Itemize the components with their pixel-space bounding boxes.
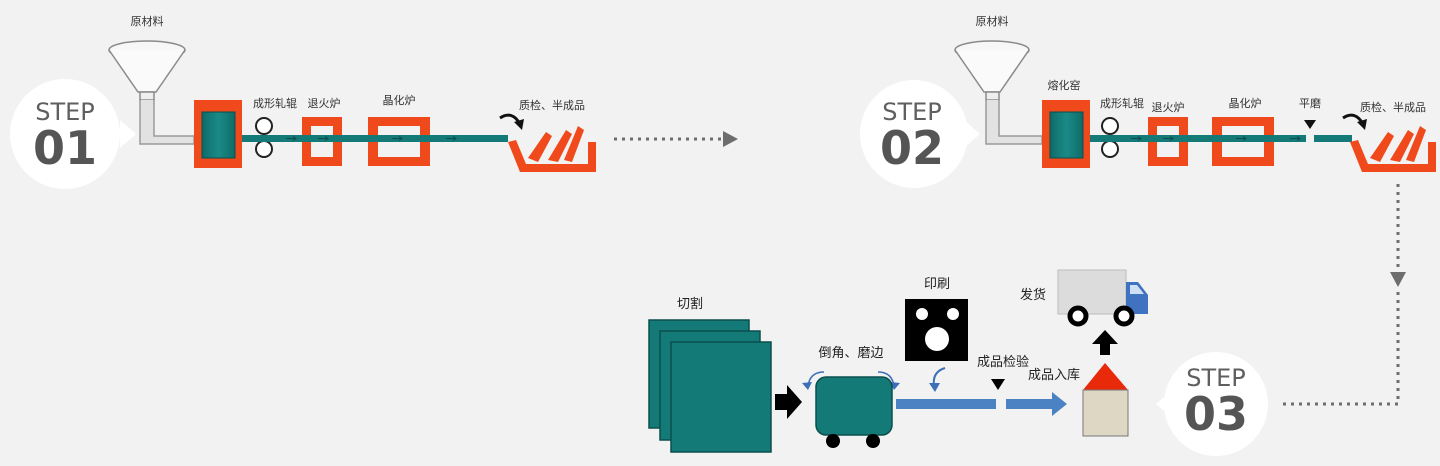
label-annealing-furnace: 退火炉 bbox=[1152, 101, 1185, 114]
badge-circle bbox=[1164, 352, 1268, 456]
label-crystallization-furnace: 晶化炉 bbox=[1229, 96, 1262, 110]
line3: 切割 倒角、磨边 印刷 成品检验 成品入库 bbox=[648, 269, 1148, 453]
roller-icon bbox=[1101, 117, 1119, 135]
label-inspection: 质检、半成品 bbox=[1360, 100, 1426, 114]
flow-arrows bbox=[286, 136, 457, 141]
arrow-up-icon bbox=[1092, 330, 1118, 355]
inspection-bin bbox=[1350, 126, 1436, 172]
arrow-right-icon bbox=[1006, 392, 1067, 416]
arrow-down-icon bbox=[1390, 272, 1406, 287]
badge-circle bbox=[10, 79, 120, 189]
step-03-badge: STEP 03 bbox=[1156, 352, 1268, 456]
glass-ribbon bbox=[1314, 135, 1352, 142]
step-number: 01 bbox=[33, 121, 97, 175]
label-cutting: 切割 bbox=[677, 296, 703, 312]
glass-sheets bbox=[648, 319, 772, 453]
line2: 原材料 熔化窑 成形轧辊 退火炉 晶化炉 平磨 质检 bbox=[954, 14, 1436, 172]
furnace-block bbox=[194, 100, 242, 168]
label-raw-material: 原材料 bbox=[131, 14, 164, 28]
wheel-icon bbox=[826, 434, 840, 448]
label-inspection: 质检、半成品 bbox=[519, 98, 585, 112]
crystallization-furnace bbox=[368, 117, 430, 166]
furnace-block bbox=[1042, 100, 1090, 168]
label-grinding: 平磨 bbox=[1299, 97, 1321, 110]
arrow-right-icon bbox=[723, 131, 738, 147]
glass-ribbon bbox=[242, 135, 508, 142]
edging-machine bbox=[815, 376, 893, 436]
flow-arrows bbox=[1131, 136, 1301, 141]
roller-icon bbox=[255, 117, 273, 135]
marker-triangle-icon bbox=[991, 379, 1005, 390]
crystallization-furnace bbox=[1212, 117, 1274, 166]
house-icon bbox=[1082, 363, 1129, 437]
label-final-inspection: 成品检验 bbox=[977, 354, 1029, 370]
step-word: STEP bbox=[882, 98, 942, 126]
badge-circle bbox=[860, 80, 968, 188]
conveyor-belt bbox=[896, 399, 996, 409]
label-crystallization-furnace: 晶化炉 bbox=[383, 93, 416, 107]
step-word: STEP bbox=[1186, 364, 1246, 392]
line1: 原材料 成形轧辊 退火炉 晶化炉 bbox=[108, 14, 596, 172]
truck-icon bbox=[1057, 269, 1148, 327]
label-shipping: 发货 bbox=[1020, 287, 1046, 303]
roller-icon bbox=[255, 140, 273, 158]
label-chamfer-edging: 倒角、磨边 bbox=[818, 346, 883, 361]
label-melting-furnace: 熔化窑 bbox=[1048, 78, 1081, 92]
label-raw-material: 原材料 bbox=[976, 14, 1009, 28]
label-printing: 印刷 bbox=[924, 277, 950, 292]
badge-pointer bbox=[120, 120, 136, 148]
badge-pointer bbox=[964, 120, 980, 148]
glass-ribbon bbox=[1090, 135, 1306, 142]
step-number: 03 bbox=[1184, 387, 1248, 441]
label-forming-rolls: 成形轧辊 bbox=[253, 96, 297, 110]
roller-icon bbox=[1101, 140, 1119, 158]
step-01-badge: STEP 01 bbox=[10, 79, 136, 189]
step-number: 02 bbox=[880, 121, 944, 175]
label-warehousing: 成品入库 bbox=[1028, 367, 1080, 383]
step-word: STEP bbox=[35, 98, 95, 126]
inspection-bin bbox=[508, 126, 596, 172]
step-02-badge: STEP 02 bbox=[860, 80, 980, 188]
label-forming-rolls: 成形轧辊 bbox=[1100, 96, 1144, 110]
label-annealing-furnace: 退火炉 bbox=[308, 97, 341, 110]
arrow-right-icon bbox=[775, 385, 802, 419]
printing-screen bbox=[905, 299, 968, 361]
funnel-icon bbox=[954, 40, 1043, 145]
wheel-icon bbox=[866, 434, 880, 448]
marker-triangle-icon bbox=[1304, 120, 1316, 129]
